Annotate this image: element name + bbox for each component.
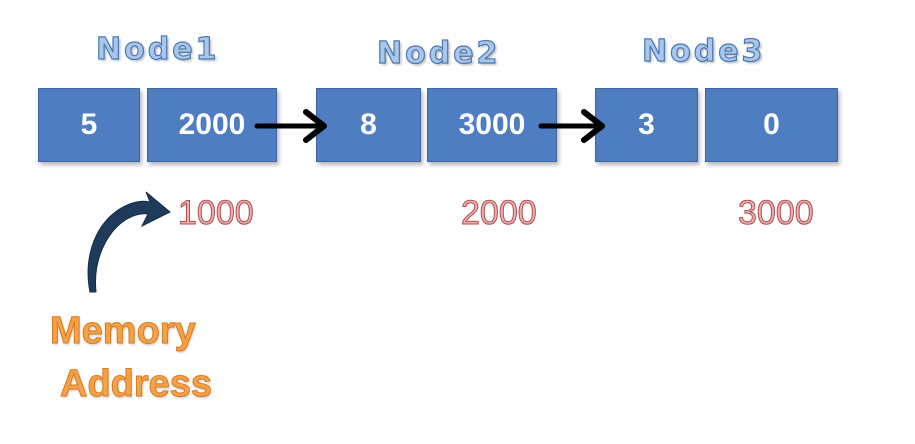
node2-data-value: 8	[360, 108, 377, 141]
node1-next-value: 2000	[178, 108, 246, 141]
node3-next-cell: 0	[705, 88, 838, 162]
memory-label-line1: Memory	[50, 310, 197, 353]
node1-data-cell: 5	[38, 88, 140, 162]
node2-next-value: 3000	[458, 108, 526, 141]
node1-address: 1000	[178, 194, 255, 233]
node3-data-value: 3	[638, 108, 655, 141]
node2-title: Node2	[376, 35, 501, 71]
node1-title: Node1	[95, 31, 220, 67]
node3-next-value: 0	[763, 108, 780, 141]
node3-address: 3000	[738, 194, 815, 233]
node2-next-cell: 3000	[427, 88, 557, 162]
memory-label-line2: Address	[59, 363, 213, 406]
node3-title: Node3	[641, 33, 766, 69]
node2-data-cell: 8	[316, 88, 421, 162]
node3-data-cell: 3	[595, 88, 698, 162]
node1-next-cell: 2000	[147, 88, 277, 162]
node1-data-value: 5	[80, 108, 98, 141]
node2-address: 2000	[461, 194, 538, 233]
curved-arrow-icon	[87, 191, 171, 293]
